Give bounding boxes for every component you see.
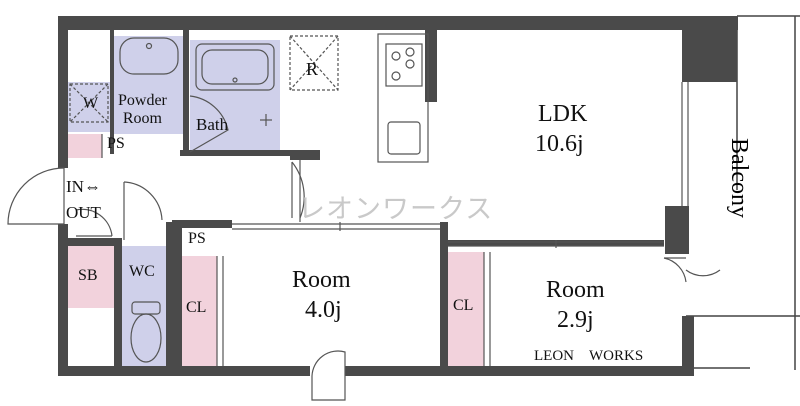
walls [58,16,738,376]
room2-name: Room [546,277,605,303]
sb-area [68,246,114,308]
balcony-label: Balcony [726,138,752,218]
room2-size: 2.9j [557,307,594,333]
watermark: レオンワークス [298,194,494,225]
washer-area [68,82,112,132]
bath-label: Bath [196,115,229,134]
powder-room-area [114,82,183,134]
wc-area [122,246,166,366]
cl2-label: CL [453,297,474,314]
room1-name: Room [292,267,351,293]
washer-label: W [83,95,99,112]
room1-size: 4.0j [305,297,342,323]
powder-room-label: Powder Room [118,92,167,127]
plan-lines [7,33,721,401]
fridge-label: R [306,59,319,79]
ps2-label: PS [188,230,206,247]
cl2-area [448,252,484,366]
ps1-area [68,134,102,158]
ldk-name: LDK [538,101,588,127]
entrance-label: IN⇔ OUT [66,177,101,222]
cl1-area [181,256,217,366]
wc-label: WC [129,263,155,280]
brand-label: LEON WORKS [534,348,644,364]
ps1-label: PS [107,135,125,152]
ps2-area [181,228,221,254]
ldk-size: 10.6j [535,131,584,157]
cl1-label: CL [186,299,207,316]
bath-area [190,40,280,152]
sb-label: SB [78,267,98,284]
sink-area [114,36,183,82]
